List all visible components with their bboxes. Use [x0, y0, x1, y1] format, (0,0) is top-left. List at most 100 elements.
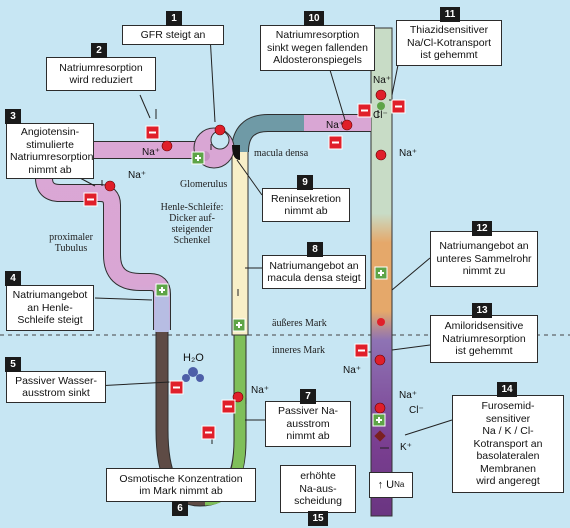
callout-connectors: [79, 34, 453, 436]
callout-reninsekretion: Reninsekretion nimmt ab: [262, 188, 350, 222]
label-proximal-tubulus: proximaler Tubulus: [36, 232, 106, 254]
callout-text: Na/Cl-Kotransport: [406, 36, 492, 49]
callout-osmotische-konzentration: Osmotische Konzentration im Mark nimmt a…: [106, 468, 256, 502]
ion-label-na: Na⁺: [399, 148, 418, 159]
marker-k-cd-low: [374, 430, 386, 442]
label-line: Tubulus: [54, 243, 88, 254]
marker-na-distal: [341, 119, 353, 131]
callout-text: GFR steigt an: [140, 28, 206, 41]
ion-label-k: K⁺: [400, 442, 412, 453]
label-macula-densa: macula densa: [254, 148, 309, 159]
callout-text: sinkt wegen fallenden: [267, 41, 368, 54]
callout-gfr: GFR steigt an: [122, 25, 224, 45]
plus-badge-1: [191, 151, 205, 165]
callout-text: Passiver Na-: [277, 405, 339, 418]
plus-badge-14: [372, 413, 386, 427]
callout-number: 13: [472, 303, 492, 318]
callout-text: nimmt zu: [462, 265, 506, 278]
callout-number: 4: [5, 271, 21, 286]
callout-na-ausscheidung: erhöhte Na-aus- scheidung: [280, 465, 356, 513]
callout-text: Natriumresorption: [10, 151, 94, 163]
callout-text: Membranen: [479, 462, 537, 475]
water-molecule-icon: [182, 367, 204, 382]
callout-text: Natriumangebot: [12, 289, 88, 302]
callout-number: 7: [300, 389, 316, 404]
callout-text: Na-aus-: [299, 482, 337, 495]
callout-text: Amiloridsensitive: [444, 320, 524, 333]
callout-text: im Mark nimmt ab: [139, 485, 223, 497]
callout-number: 3: [5, 109, 21, 124]
callout-aldosteron: Natriumresorption sinkt wegen fallenden …: [260, 25, 375, 71]
callout-sammelrohr-angebot: Natriumangebot an unteres Sammelrohr nim…: [430, 231, 538, 287]
minus-badge-10a: [328, 135, 343, 150]
callout-thiazid: Thiazidsensitiver Na/Cl-Kotransport ist …: [396, 20, 502, 66]
callout-number: 6: [172, 501, 188, 516]
marker-na-proximal-left: [104, 180, 116, 192]
ion-label-na: Na⁺: [251, 385, 270, 396]
callout-number: 8: [307, 242, 323, 257]
arrow-up-icon: ↑: [377, 478, 384, 491]
marker-na-proximal-top: [161, 140, 173, 152]
ion-label-na: Na⁺: [326, 120, 345, 131]
callout-number: 15: [308, 511, 328, 526]
label-line: proximaler: [49, 232, 93, 243]
callout-angiotensin: Angiotensin- stimulierte Natriumresorpti…: [6, 123, 94, 179]
callout-text: Na / K / Cl-: [482, 425, 534, 438]
ion-label-na: Na⁺: [343, 365, 362, 376]
callout-text: basolateralen: [476, 450, 540, 463]
label-outer-medulla: äußeres Mark: [272, 318, 327, 329]
label-line: Henle-Schleife:: [160, 202, 224, 213]
callout-text: Natriumangebot an: [439, 240, 529, 253]
callout-text: ist gehemmt: [420, 49, 478, 62]
minus-badge-7: [221, 399, 236, 414]
callout-text: Angiotensin-: [20, 126, 80, 138]
minus-badge-3: [83, 192, 98, 207]
minus-badge-10b: [357, 103, 372, 118]
callout-text: Natriumresorption: [442, 332, 526, 345]
callout-text: Natriumangebot an: [269, 259, 359, 272]
callout-natriumresorption-reduziert: Natriumresorption wird reduziert: [46, 57, 156, 91]
ion-label-na: Na⁺: [373, 75, 392, 86]
callout-text: ist gehemmt: [455, 345, 513, 358]
ion-label-na: Na⁺: [128, 170, 147, 181]
callout-text: Passiver Wasser-: [15, 374, 97, 387]
callout-text: Thiazidsensitiver: [409, 24, 489, 37]
minus-badge-6: [201, 425, 216, 440]
callout-text: Natriumresorption: [275, 29, 360, 42]
plus-badge-8: [232, 318, 246, 332]
callout-text: scheidung: [294, 495, 342, 508]
marker-na-collecting-inner: [377, 318, 385, 326]
callout-furosemid: Furosemid- sensitiver Na / K / Cl- Kotra…: [452, 395, 564, 493]
callout-text: an Henle-: [27, 301, 73, 314]
marker-na-distal-2: [375, 149, 387, 161]
callout-text: macula densa steigt: [267, 272, 361, 284]
callout-text: Osmotische Konzentration: [119, 472, 243, 485]
callout-number: 5: [5, 357, 21, 372]
callout-text: ausstrom: [286, 417, 330, 430]
callout-passiver-na-ausstrom: Passiver Na- ausstrom nimmt ab: [265, 401, 351, 447]
ion-label-na: Na⁺: [399, 390, 418, 401]
callout-text: ausstrom sinkt: [22, 387, 90, 399]
marker-na-cd-low: [374, 402, 386, 414]
callout-number: 9: [297, 175, 313, 190]
callout-number: 12: [472, 221, 492, 236]
marker-cl-cd-top: [377, 102, 385, 110]
marker-na-cd-top: [375, 89, 387, 101]
callout-text: Reninsekretion: [270, 192, 342, 205]
ion-label-cl: Cl⁻: [373, 110, 388, 121]
callout-text: Aldosteronspiegels: [273, 54, 362, 67]
callout-natriumangebot-henle: Natriumangebot an Henle- Schleife steigt: [6, 285, 94, 331]
callout-text: erhöhte: [300, 470, 336, 483]
callout-text: Schleife steigt: [17, 314, 83, 327]
label-line: Schenkel: [173, 235, 211, 246]
u-na-symbol: U: [386, 478, 395, 491]
callout-text: unteres Sammelrohr: [436, 252, 532, 265]
label-line: steigender: [171, 224, 213, 235]
callout-text: Kotransport an: [473, 437, 543, 450]
label-inner-medulla: inneres Mark: [272, 345, 326, 356]
callout-text: wird angeregt: [476, 475, 540, 488]
ion-label-cl: Cl⁻: [409, 405, 424, 416]
callout-text: stimulierte: [26, 138, 74, 151]
